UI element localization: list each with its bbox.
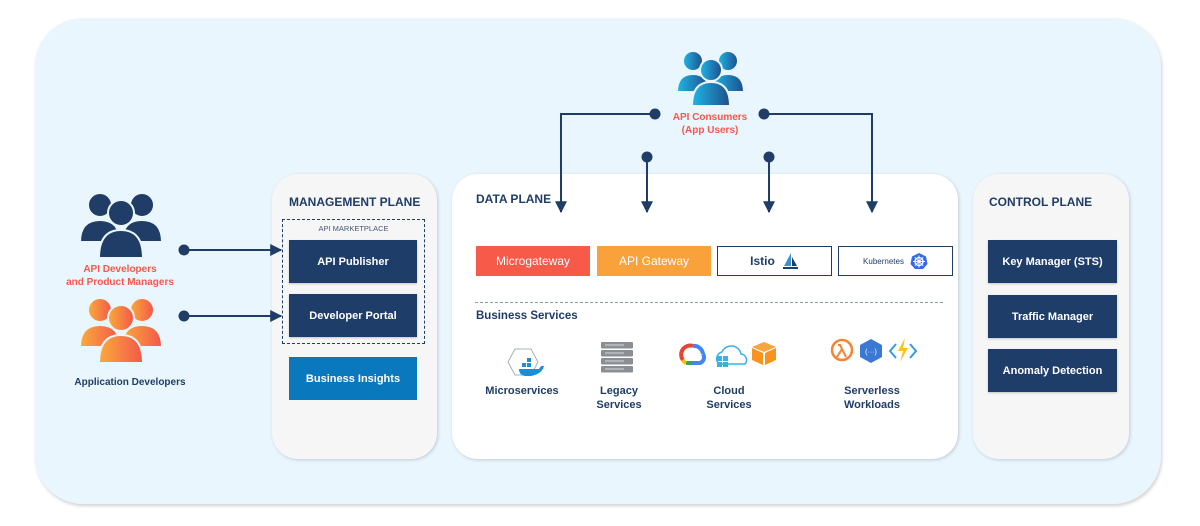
istio-sail-icon	[782, 253, 798, 269]
legacy-label-line1: Legacy	[600, 385, 638, 397]
api-publisher-box[interactable]: API Publisher	[289, 240, 417, 283]
key-manager-box[interactable]: Key Manager (STS)	[988, 240, 1117, 283]
azure-cloud-icon	[715, 345, 748, 367]
microgateway-box[interactable]: Microgateway	[476, 246, 590, 276]
management-plane-title: MANAGEMENT PLANE	[289, 195, 421, 209]
legacy-label-line2: Services	[596, 399, 642, 411]
developer-portal-box[interactable]: Developer Portal	[289, 294, 417, 337]
data-plane-panel	[452, 174, 958, 459]
service-serverless: Serverless Workloads	[832, 384, 912, 412]
server-rack-icon	[601, 342, 633, 373]
service-microservices: Microservices	[476, 384, 568, 398]
kubernetes-helm-icon	[910, 253, 928, 269]
business-services-title: Business Services	[476, 310, 578, 322]
serverless-label-line1: Serverless	[844, 385, 900, 397]
kubernetes-box[interactable]: Kubernetes	[838, 246, 953, 276]
business-insights-box[interactable]: Business Insights	[289, 357, 417, 400]
appdevs-to-portal-arrow	[178, 310, 283, 322]
api-developers-line2: and Product Managers	[66, 277, 174, 288]
serverless-label-line2: Workloads	[843, 399, 901, 411]
api-gateway-label: API Gateway	[618, 254, 690, 268]
gcp-functions-icon: (···)	[860, 339, 882, 363]
api-marketplace-label: API MARKETPLACE	[318, 224, 389, 233]
api-consumers-line1: API Consumers	[672, 112, 748, 123]
microgateway-label: Microgateway	[495, 254, 571, 268]
api-developers-label: API Developers and Product Managers	[50, 263, 190, 289]
istio-box[interactable]: Istio	[717, 246, 832, 276]
service-legacy: Legacy Services	[584, 384, 654, 412]
google-cloud-icon	[679, 343, 706, 365]
developers-to-publisher-arrow	[178, 244, 283, 256]
azure-functions-icon	[888, 338, 918, 362]
api-gateway-box[interactable]: API Gateway	[597, 246, 711, 276]
anomaly-detection-box[interactable]: Anomaly Detection	[988, 349, 1117, 392]
cloud-label-line2: Services	[706, 399, 752, 411]
data-plane-divider	[475, 302, 943, 303]
control-plane-title: CONTROL PLANE	[989, 195, 1093, 209]
data-plane-title: DATA PLANE	[476, 192, 552, 206]
api-consumers-line2: (App Users)	[681, 125, 739, 136]
aws-box-icon	[752, 342, 776, 365]
app-developers-group-icon	[78, 297, 164, 364]
app-developers-label: Application Developers	[74, 377, 186, 388]
docker-hexagon-icon	[507, 348, 544, 376]
service-cloud: Cloud Services	[694, 384, 764, 412]
consumer-to-microgateway-arrow	[555, 108, 661, 214]
aws-lambda-icon	[830, 338, 854, 362]
consumer-to-apigateway-arrow	[641, 151, 653, 214]
kubernetes-label: Kubernetes	[863, 256, 904, 266]
consumer-to-istio-arrow	[763, 151, 775, 214]
cloud-label-line1: Cloud	[713, 385, 745, 397]
svg-text:(···): (···)	[865, 349, 877, 356]
api-developers-line1: API Developers	[83, 264, 157, 275]
api-developers-group-icon	[78, 192, 164, 259]
api-consumers-label: API Consumers (App Users)	[660, 111, 760, 137]
istio-label: Istio	[750, 254, 775, 268]
api-marketplace-box: API MARKETPLACE	[282, 219, 425, 344]
consumer-to-kubernetes-arrow	[758, 108, 878, 214]
microservices-label: Microservices	[485, 385, 559, 397]
traffic-manager-box[interactable]: Traffic Manager	[988, 295, 1117, 338]
api-consumers-group-icon	[675, 50, 746, 107]
